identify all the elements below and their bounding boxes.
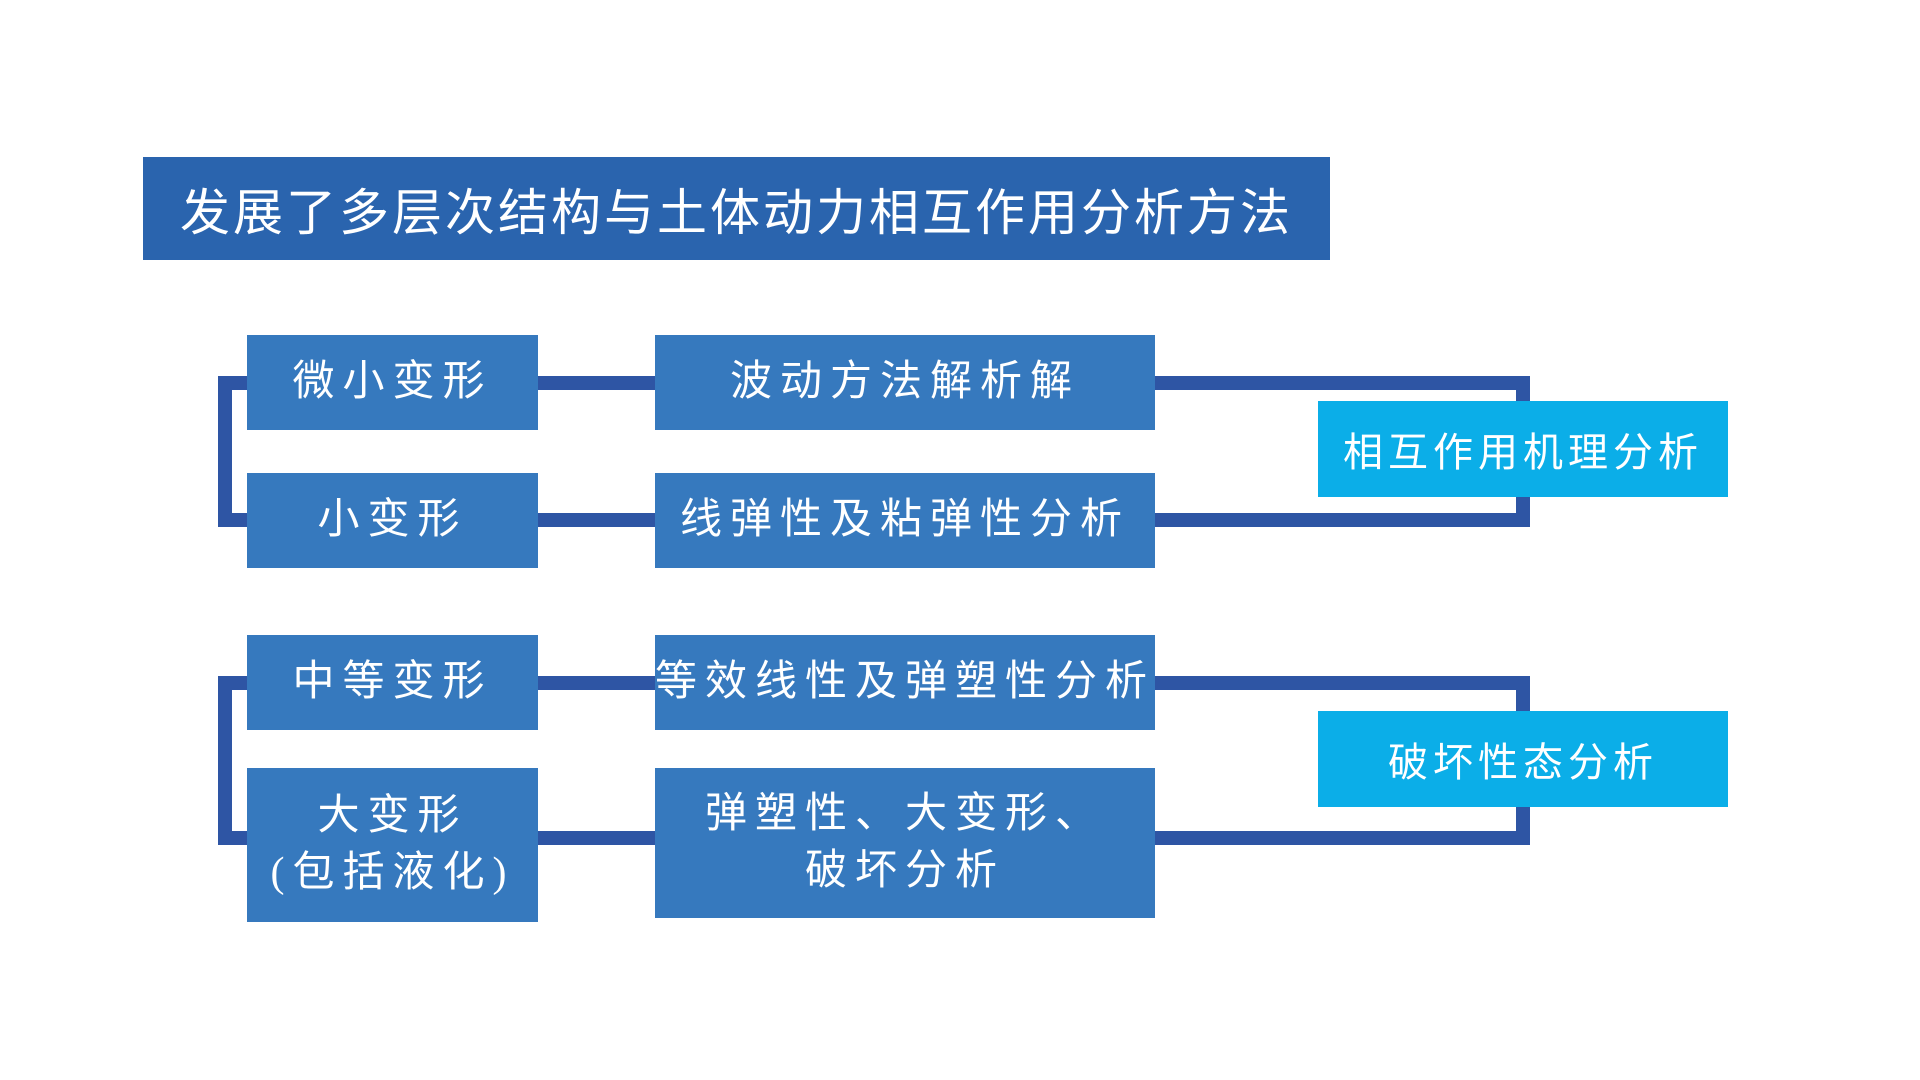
deformation-level-label: 小变形 [317,497,468,544]
result-label: 相互作用机理分析 [1343,430,1703,475]
analysis-method-box: 线弹性及粘弹性分析 [655,473,1155,568]
deformation-level-box: 中等变形 [247,635,538,730]
deformation-level-box: 微小变形 [247,335,538,430]
analysis-method-box: 弹塑性、大变形、 破坏分析 [655,768,1155,918]
deformation-level-label: 微小变形 [292,359,493,406]
connector-line [218,376,232,527]
title-banner: 发展了多层次结构与土体动力相互作用分析方法 [143,157,1330,260]
deformation-level-box: 大变形 (包括液化) [247,768,538,922]
connector-line [1155,376,1530,390]
analysis-method-label: 弹塑性、大变形、 破坏分析 [704,791,1105,894]
analysis-method-box: 等效线性及弹塑性分析 [655,635,1155,730]
result-label: 破坏性态分析 [1388,740,1658,785]
connector-line [1155,513,1530,527]
connector-line [1155,676,1530,690]
result-box: 破坏性态分析 [1318,711,1728,807]
analysis-method-label: 线弹性及粘弹性分析 [679,497,1130,544]
title-text: 发展了多层次结构与土体动力相互作用分析方法 [180,184,1293,241]
connector-line [1155,831,1530,845]
deformation-level-label: 中等变形 [292,659,493,706]
deformation-level-label: 大变形 (包括液化) [270,793,515,896]
deformation-level-box: 小变形 [247,473,538,568]
analysis-method-label: 波动方法解析解 [729,359,1080,406]
connector-line [218,676,232,845]
analysis-method-label: 等效线性及弹塑性分析 [655,659,1156,706]
result-box: 相互作用机理分析 [1318,401,1728,497]
analysis-method-box: 波动方法解析解 [655,335,1155,430]
